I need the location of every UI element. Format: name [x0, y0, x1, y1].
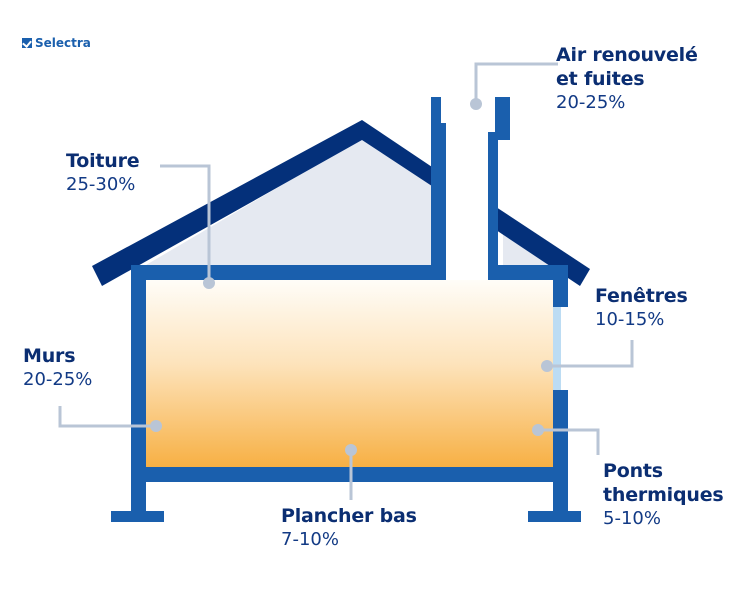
foundation-right [528, 511, 581, 522]
foundation-left [111, 511, 164, 522]
label-fenetres-title: Fenêtres [595, 285, 688, 307]
label-air-value: 20-25% [556, 91, 626, 113]
label-air-title1: Air renouvelé [556, 44, 698, 66]
window [553, 307, 561, 390]
wall-right-lower [553, 390, 568, 522]
checkbox-icon [22, 38, 32, 48]
label-ponts: Ponts thermiques 5-10% [603, 460, 724, 530]
leader-dots [150, 98, 553, 456]
wall-left [131, 265, 146, 520]
leader-air [474, 62, 558, 104]
ceiling-left [131, 265, 446, 280]
label-plancher: Plancher bas 7-10% [281, 505, 417, 551]
label-plancher-title: Plancher bas [281, 505, 417, 527]
label-air: Air renouvelé et fuites 20-25% [556, 44, 698, 114]
label-fenetres-value: 10-15% [595, 308, 665, 330]
ceiling-right [488, 265, 568, 280]
label-ponts-title1: Ponts [603, 460, 663, 482]
label-murs-title: Murs [23, 345, 76, 367]
label-ponts-value: 5-10% [603, 507, 661, 529]
roof [92, 120, 441, 286]
leader-lines [58, 62, 634, 500]
label-murs: Murs 20-25% [23, 345, 92, 391]
leader-murs [58, 406, 156, 428]
leader-toiture [160, 164, 211, 283]
label-air-title2: et fuites [556, 67, 645, 90]
label-plancher-value: 7-10% [281, 528, 339, 550]
label-murs-value: 20-25% [23, 368, 93, 390]
wall-right-upper [553, 265, 568, 307]
brand-name: Selectra [35, 36, 91, 50]
leader-ponts [538, 428, 600, 455]
attic-space [146, 138, 431, 265]
label-toiture: Toiture 25-30% [66, 150, 140, 196]
heated-interior [146, 280, 553, 467]
label-toiture-title: Toiture [66, 150, 140, 172]
leader-fenetres [547, 340, 634, 368]
brand-logo: Selectra [22, 36, 91, 50]
label-ponts-title2: thermiques [603, 483, 724, 506]
label-toiture-value: 25-30% [66, 173, 136, 195]
label-fenetres: Fenêtres 10-15% [595, 285, 688, 331]
